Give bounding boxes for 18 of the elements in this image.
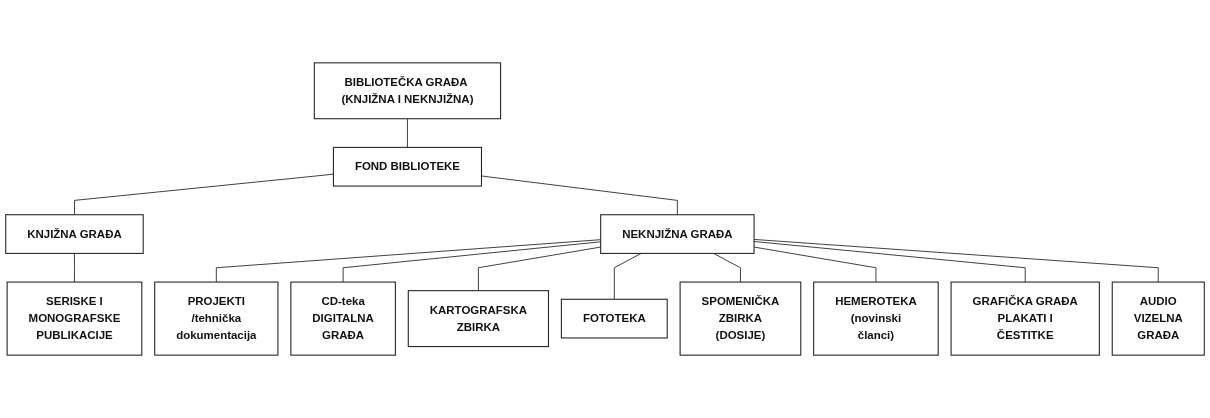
node-box: KNJIŽNA GRAĐA <box>5 214 144 254</box>
node-box: GRAFIČKA GRAĐA PLAKATI I ČESTITKE <box>950 281 1100 356</box>
connector <box>74 252 75 283</box>
connector <box>713 252 741 283</box>
node-box: NEKNJIŽNA GRAĐA <box>600 214 755 254</box>
node-box: KARTOGRAFSKA ZBIRKA <box>407 290 550 348</box>
node-box: SERISKE I MONOGRAFSKE PUBLIKACIJE <box>6 281 143 356</box>
node-box: SPOMENIČKA ZBIRKA (DOSIJE) <box>679 281 802 356</box>
connector <box>407 118 408 148</box>
node-box: CD-teka DIGITALNA GRAĐA <box>290 281 396 356</box>
node-box: HEMEROTEKA (novinski članci) <box>813 281 939 356</box>
node-box: FOTOTEKA <box>560 298 668 339</box>
connector <box>481 175 678 216</box>
node-box: FOND BIBLIOTEKE <box>332 146 482 187</box>
connector <box>74 173 334 216</box>
node-box: AUDIO VIZELNA GRAĐA <box>1111 281 1205 356</box>
node-box: PROJEKTI /tehnička dokumentacija <box>154 281 279 356</box>
node-box: BIBLIOTEČKA GRAĐA (KNJIŽNA I NEKNJIŽNA) <box>313 62 502 120</box>
